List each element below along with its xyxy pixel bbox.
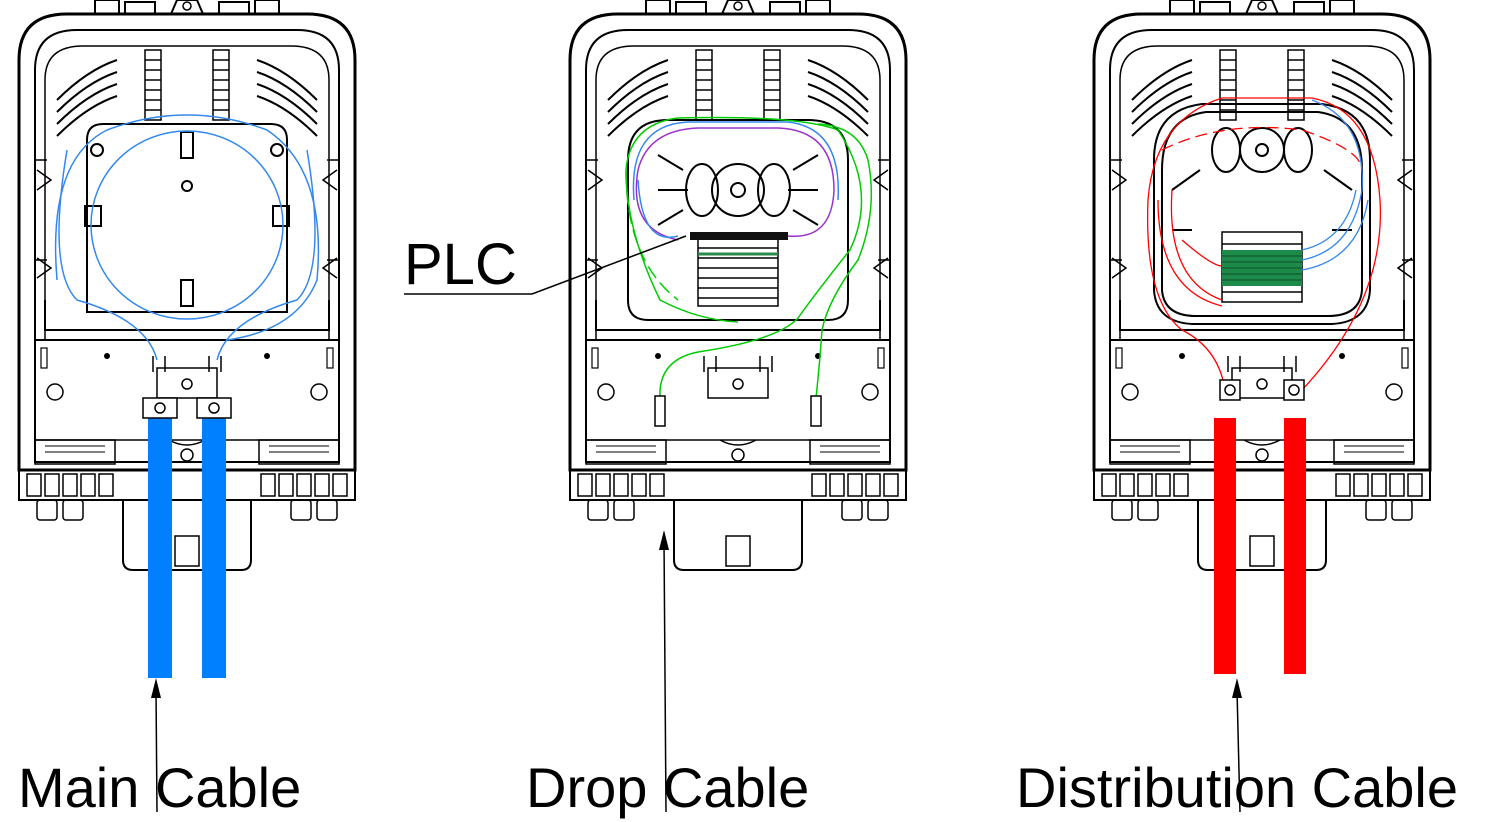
main-cable-right: [202, 418, 226, 678]
main-cable-left: [148, 418, 172, 678]
main-cable-arrow: [151, 678, 161, 813]
splice-tray-stack: [1153, 103, 1371, 325]
drop-cable-arrow: [659, 530, 669, 813]
distribution-cable-arrow: [1232, 678, 1242, 813]
distribution-fibers: [1146, 97, 1382, 399]
splice-tray: [627, 119, 849, 321]
box-main-cable: [17, 0, 357, 678]
splice-holder: [697, 235, 779, 307]
distribution-cable-left: [1214, 418, 1236, 674]
box-distribution-cable: [1092, 0, 1432, 674]
splice-tray: [84, 123, 290, 313]
splitter-fibers: [632, 121, 839, 241]
drop-cable-label: Drop Cable: [526, 756, 810, 819]
distribution-cable-label: Distribution Cable: [1016, 756, 1458, 819]
main-fiber-loops: [54, 114, 320, 361]
plc-label: PLC: [404, 232, 517, 297]
distribution-cable-right: [1284, 418, 1306, 674]
plc-leader: [531, 235, 687, 295]
blue-fibers: [1301, 99, 1369, 271]
plc-splitter: [690, 232, 788, 240]
box-drop-cable: [404, 0, 908, 813]
main-cable-label: Main Cable: [18, 756, 302, 819]
drop-connectors: [654, 395, 822, 427]
